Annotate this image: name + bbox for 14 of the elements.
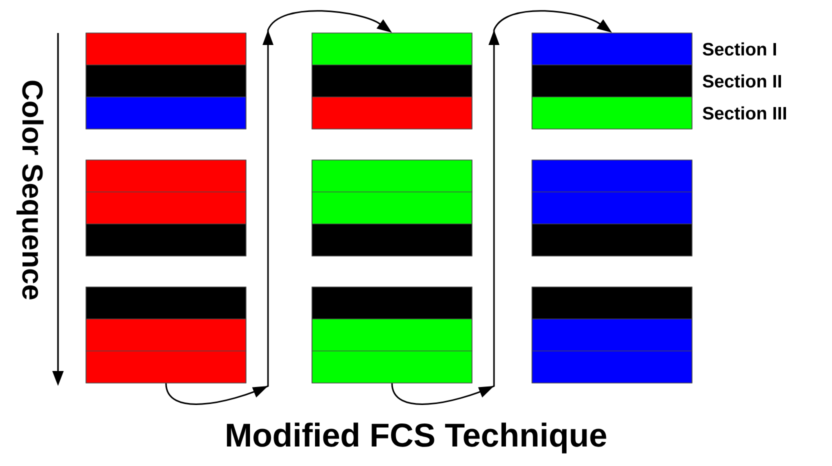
striped-block bbox=[86, 286, 246, 384]
striped-block bbox=[532, 32, 692, 130]
striped-block bbox=[86, 160, 246, 256]
section-label: Section III bbox=[702, 106, 786, 120]
striped-block bbox=[86, 32, 246, 130]
striped-block bbox=[312, 32, 472, 130]
striped-block bbox=[312, 286, 472, 384]
axis-label: Color Sequence bbox=[16, 80, 44, 300]
section-label: Section I bbox=[702, 42, 776, 56]
striped-block bbox=[532, 160, 692, 256]
section-label: Section II bbox=[702, 74, 781, 88]
caption: Modified FCS Technique bbox=[226, 422, 606, 454]
striped-block bbox=[532, 286, 692, 384]
striped-block bbox=[312, 160, 472, 256]
